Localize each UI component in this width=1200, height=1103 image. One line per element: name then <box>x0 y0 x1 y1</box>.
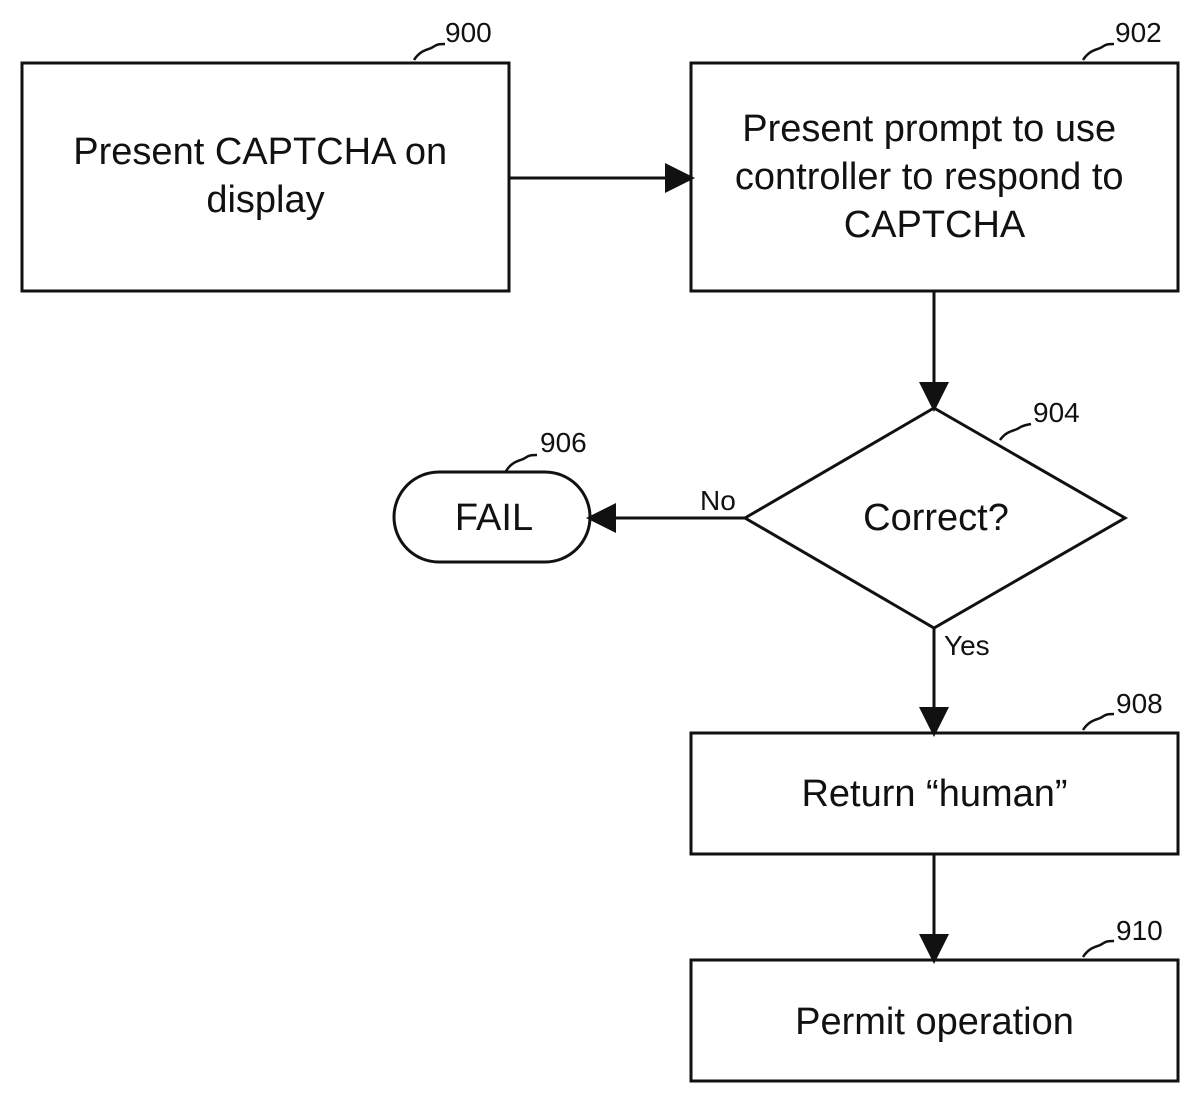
box-910-text: Permit operation <box>795 1001 1074 1043</box>
box-900-line-2: display <box>206 179 324 221</box>
decision-diamond-904: Correct? <box>745 408 1125 628</box>
process-box-910: Permit operation <box>691 960 1178 1081</box>
edge-label-yes: Yes <box>944 630 990 661</box>
decision-904-text: Correct? <box>863 497 1009 539</box>
ref-904-text: 904 <box>1033 397 1080 428</box>
reference-906: 906 <box>506 427 587 471</box>
edge-label-no: No <box>700 485 736 516</box>
box-902-line-1: Present prompt to use <box>742 108 1116 150</box>
box-902-line-3: CAPTCHA <box>844 204 1026 246</box>
ref-902-text: 902 <box>1115 17 1162 48</box>
ref-910-text: 910 <box>1116 915 1163 946</box>
process-box-908: Return “human” <box>691 733 1178 854</box>
reference-902: 902 <box>1083 17 1162 60</box>
ref-908-text: 908 <box>1116 688 1163 719</box>
ref-906-text: 906 <box>540 427 587 458</box>
process-box-900: Present CAPTCHA on display <box>22 63 509 291</box>
box-902-line-2: controller to respond to <box>735 156 1124 198</box>
reference-910: 910 <box>1083 915 1163 957</box>
box-908-text: Return “human” <box>801 773 1067 815</box>
reference-900: 900 <box>414 17 492 60</box>
reference-908: 908 <box>1083 688 1163 730</box>
terminal-906-text: FAIL <box>455 497 533 539</box>
terminal-906: FAIL <box>394 472 590 562</box>
box-900-line-1: Present CAPTCHA on <box>73 131 447 173</box>
reference-904: 904 <box>1000 397 1080 440</box>
ref-900-text: 900 <box>445 17 492 48</box>
process-box-902: Present prompt to use controller to resp… <box>691 63 1178 291</box>
